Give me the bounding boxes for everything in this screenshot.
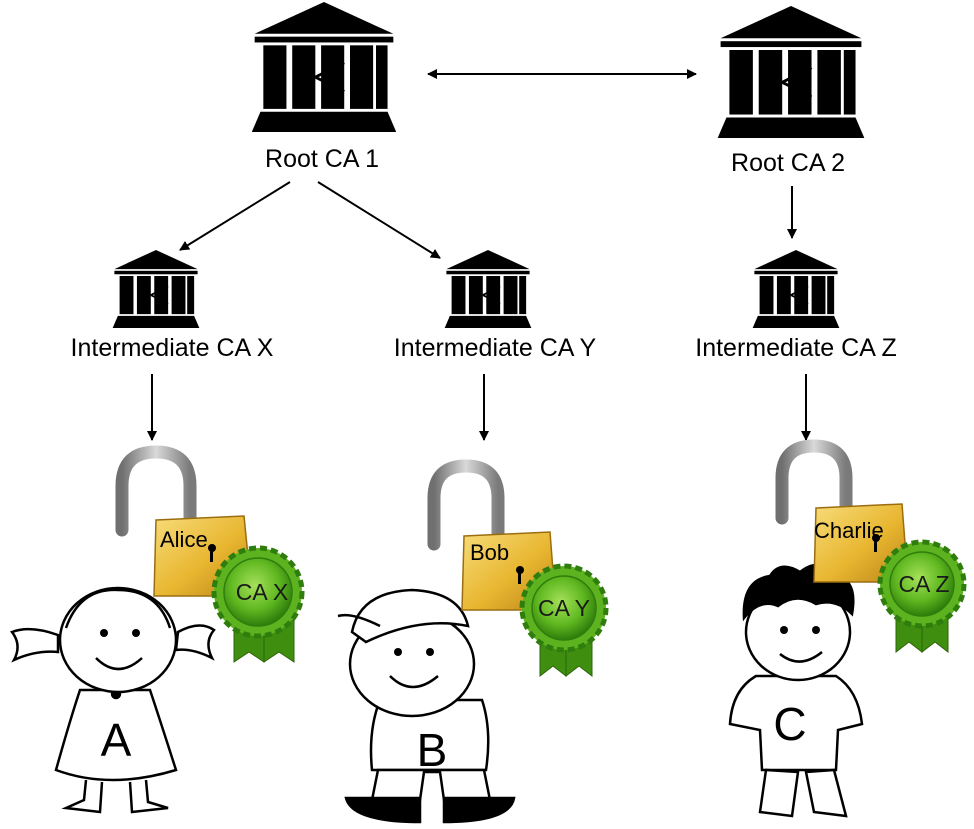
root-ca-2: Root CA 2 bbox=[715, 6, 867, 177]
certificate-bob: B Bob CA Y bbox=[337, 459, 609, 824]
lock-label-bob: Bob bbox=[470, 540, 509, 565]
root-ca-1: Root CA 1 bbox=[250, 2, 398, 173]
girl-person-icon bbox=[9, 586, 216, 814]
intermediate-ca-x-label: Intermediate CA X bbox=[71, 334, 274, 362]
arrow-root1-to-y bbox=[317, 181, 441, 259]
seal-label-ca-z: CA Z bbox=[898, 571, 949, 597]
root-ca-2-label: Root CA 2 bbox=[731, 149, 845, 177]
lock-shackle bbox=[115, 445, 197, 537]
intermediate-ca-z-label: Intermediate CA Z bbox=[695, 334, 896, 362]
seal-label-ca-y: CA Y bbox=[538, 595, 590, 621]
lock-label-alice: Alice bbox=[160, 527, 208, 552]
arrow-root1-to-x bbox=[179, 181, 291, 251]
certificate-seal-icon bbox=[211, 545, 305, 663]
person-letter-c: C bbox=[773, 698, 806, 750]
padlock-icon bbox=[813, 503, 909, 583]
bank-building-icon bbox=[715, 6, 867, 138]
person-letter-a: A bbox=[101, 714, 132, 766]
intermediate-ca-y-label: Intermediate CA Y bbox=[394, 334, 597, 362]
boy-person-icon bbox=[728, 563, 864, 818]
certificate-seal-icon bbox=[877, 539, 967, 654]
intermediate-ca-z: Intermediate CA Z bbox=[695, 250, 897, 362]
bank-building-icon bbox=[751, 250, 841, 328]
seal-label-ca-x: CA X bbox=[236, 579, 288, 605]
boy-with-cap-person-icon bbox=[337, 588, 516, 824]
bank-building-icon bbox=[443, 250, 533, 328]
bank-building-icon bbox=[250, 2, 398, 132]
certificate-seal-icon bbox=[519, 563, 609, 678]
intermediate-ca-y: Intermediate CA Y bbox=[394, 250, 597, 362]
lock-shackle bbox=[775, 439, 853, 525]
intermediate-ca-x: Intermediate CA X bbox=[71, 250, 274, 362]
certificate-charlie: C Charlie CA Z bbox=[728, 439, 967, 818]
bank-building-icon bbox=[111, 250, 201, 328]
person-letter-b: B bbox=[417, 724, 448, 776]
root-ca-1-label: Root CA 1 bbox=[265, 145, 379, 173]
certificate-alice: A Alice CA X bbox=[9, 445, 305, 814]
lock-label-charlie: Charlie bbox=[814, 518, 884, 543]
lock-shackle bbox=[427, 459, 505, 551]
